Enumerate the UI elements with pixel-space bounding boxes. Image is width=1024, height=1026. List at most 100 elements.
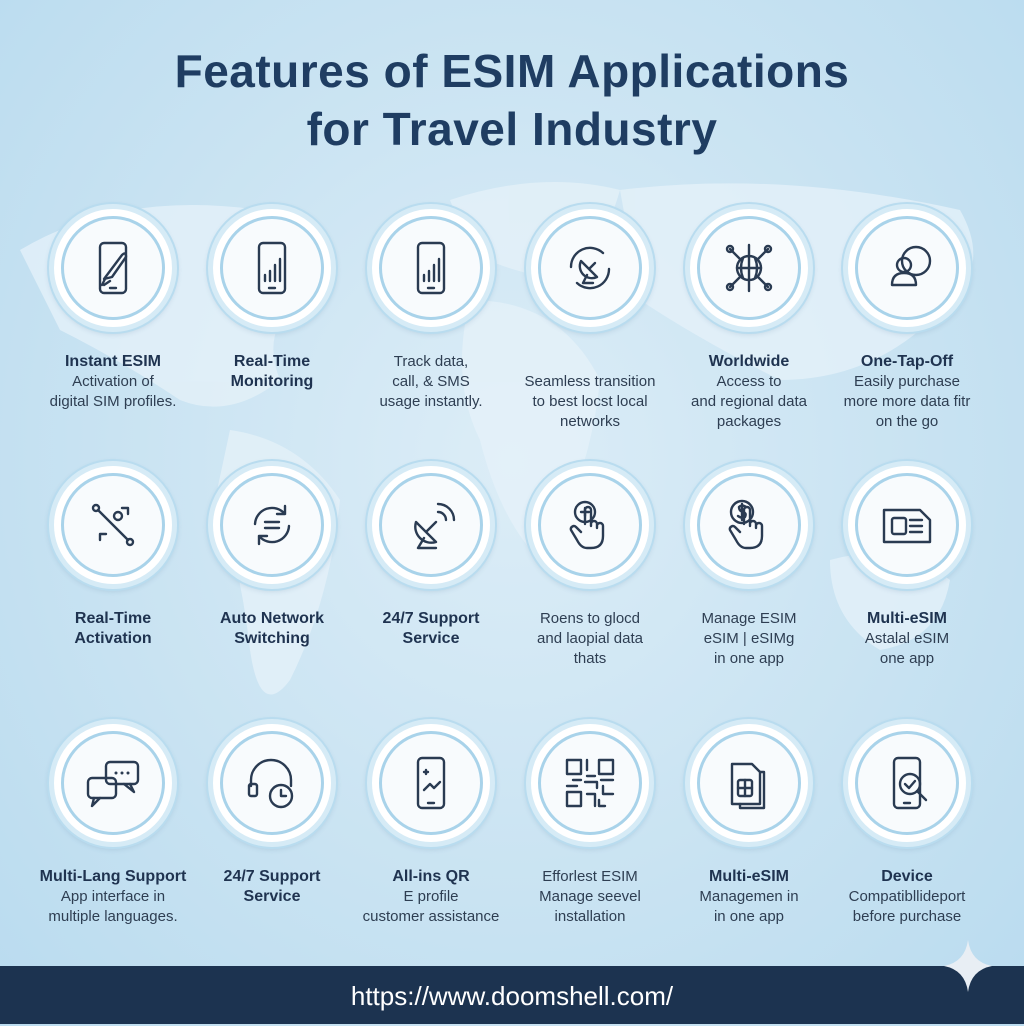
feature-title: 24/7 Support [223,868,321,885]
feature-icon-circle [367,719,495,847]
feature-description: usage instantly. [379,393,483,410]
feature-description: on the go [875,413,939,430]
feature-title: Real-Time [74,610,152,627]
phone-chart-icon [257,241,287,295]
phone-chart-icon [416,241,446,295]
feature-icon-circle [49,719,177,847]
feature-icon-circle [685,461,813,589]
feature-description: packages [716,413,782,430]
sparkle-icon [944,940,992,992]
feature-title: Worldwide [708,353,790,370]
feature-description: Managemen in [699,888,799,905]
tap-dollar-icon [728,499,764,550]
feature-description: more more data fitr [843,393,971,410]
feature-card: Instant ESIM Activation of digital SIM pro… [34,204,192,412]
title-line-1: Features of ESIM Applications [174,45,850,97]
website-link[interactable]: https://www.doomshell.com/ [350,981,674,1011]
icon-ring [379,731,483,835]
feature-description: App interface in [60,888,166,905]
feature-card: Multi-eSIM Managemen in in one app [670,719,828,927]
feature-title: Real-Time [233,353,311,370]
rocket-phone-icon [98,241,128,295]
feature-icon-circle [843,461,971,589]
feature-description: Easily purchase [854,373,960,390]
route-icon [91,503,135,547]
feature-title: Service [243,888,301,905]
feature-description: digital SIM profiles. [49,393,177,410]
tap-plus-icon [569,500,605,550]
icon-ring [61,473,165,577]
globe-network-icon [725,243,773,293]
feature-description: eSIM | eSIMg [703,630,795,647]
feature-description: in one app [713,908,785,925]
feature-icon-circle [367,461,495,589]
feature-title: All-ins QR [392,868,470,885]
feature-title: Multi-eSIM [709,868,789,885]
icon-ring [61,216,165,320]
feature-icon-circle [208,719,336,847]
feature-description: thats [573,650,607,667]
feature-title: Service [402,630,460,647]
feature-title: Instant ESIM [64,353,161,370]
icon-ring [697,731,801,835]
feature-description: to best locst local [532,393,648,410]
feature-description: and laopial data [537,630,643,647]
feature-text: Instant ESIM Activation of digital SIM pro… [34,352,192,412]
feature-icon-circle [843,719,971,847]
feature-description: multiple languages. [48,908,178,925]
icon-ring [855,216,959,320]
icon-ring [538,731,642,835]
qr-code-icon [565,758,615,808]
icon-ring [697,216,801,320]
feature-description: one app [879,650,935,667]
phone-edit-icon [416,756,446,810]
feature-description: E profile [403,888,459,905]
feature-description: Astalal eSIM [864,630,950,647]
icon-ring [855,473,959,577]
satellite-sync-icon [569,246,611,290]
feature-card: Roens to glocd and laopial data thats [511,461,669,669]
sim-card-icon [882,508,932,544]
icon-ring [379,473,483,577]
feature-description: Roens to glocd [539,610,641,627]
feature-description: Activation of [72,373,154,390]
feature-description: and regional data [691,393,807,410]
feature-icon-circle [526,461,654,589]
feature-icon-circle [685,719,813,847]
feature-description: Access to [716,373,782,390]
footer-bar: https://www.doomshell.com/ [0,966,1024,1024]
feature-title: Device [881,868,933,885]
feature-title: Multi-Lang Support [39,868,187,885]
feature-description: Manage ESIM [701,610,797,627]
user-globe-icon [890,245,932,287]
icon-ring [61,731,165,835]
satellite-icon [414,502,456,550]
feature-icon-circle [526,719,654,847]
headset-clock-icon [247,758,294,809]
sim-stack-icon [730,762,766,810]
feature-title: Monitoring [230,373,314,390]
